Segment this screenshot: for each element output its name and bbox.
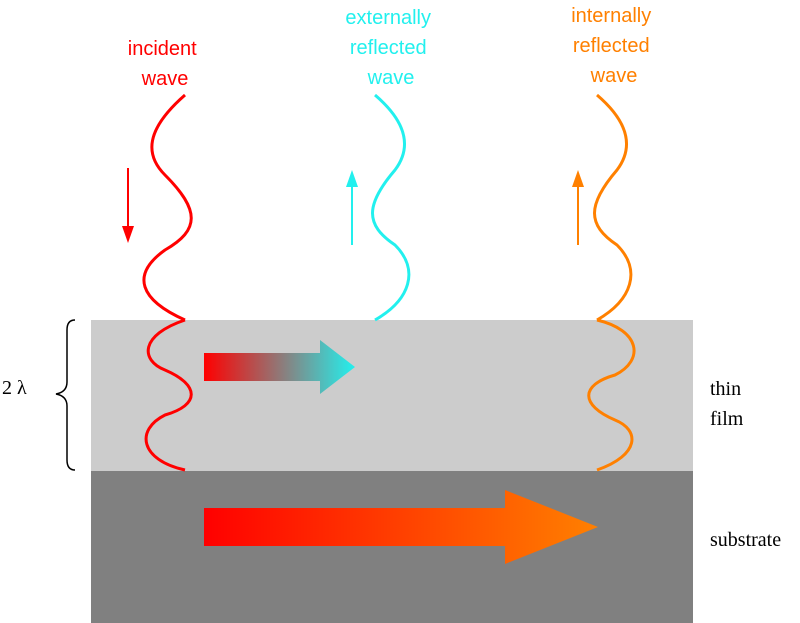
arrow-up-icon: [346, 170, 358, 245]
thin-film-layer: [91, 320, 693, 471]
incident-wave: [142, 93, 193, 322]
internally-reflected-wave-in-film: [587, 318, 636, 472]
incident-wave-label: incident wave: [128, 38, 203, 90]
substrate-layer: [91, 471, 693, 623]
thin-film-label: thin film: [710, 378, 746, 430]
substrate-label: substrate: [710, 529, 781, 551]
thickness-label: 2 λ: [2, 377, 27, 399]
internally-reflected-wave-upper: [593, 93, 633, 322]
arrow-down-icon: [122, 168, 134, 243]
incident-wave-in-film: [144, 318, 193, 472]
film-propagation-arrow: [204, 340, 355, 394]
substrate-propagation-arrow: [204, 490, 598, 564]
externally-reflected-wave: [371, 93, 411, 322]
externally-reflected-wave-label: externally reflected wave: [345, 7, 436, 89]
internally-reflected-wave-label: internally reflected wave: [571, 5, 657, 87]
arrow-up-icon: [572, 170, 584, 245]
curly-brace-icon: [55, 319, 76, 471]
